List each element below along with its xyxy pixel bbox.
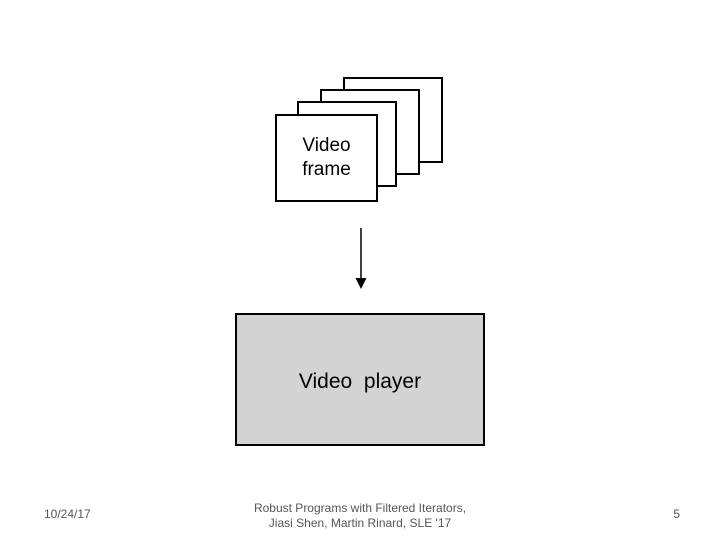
video-frame-label: Video frame bbox=[302, 135, 351, 180]
video-player-label: Video player bbox=[298, 369, 422, 393]
down-arrow-icon bbox=[355, 228, 367, 289]
video-frame-box: Video frame bbox=[275, 114, 378, 202]
video-player-box: Video player bbox=[235, 313, 485, 446]
footer-date: 10/24/17 bbox=[44, 507, 91, 521]
footer-title: Robust Programs with Filtered Iterators,… bbox=[253, 501, 467, 530]
footer-page-number: 5 bbox=[673, 507, 680, 521]
